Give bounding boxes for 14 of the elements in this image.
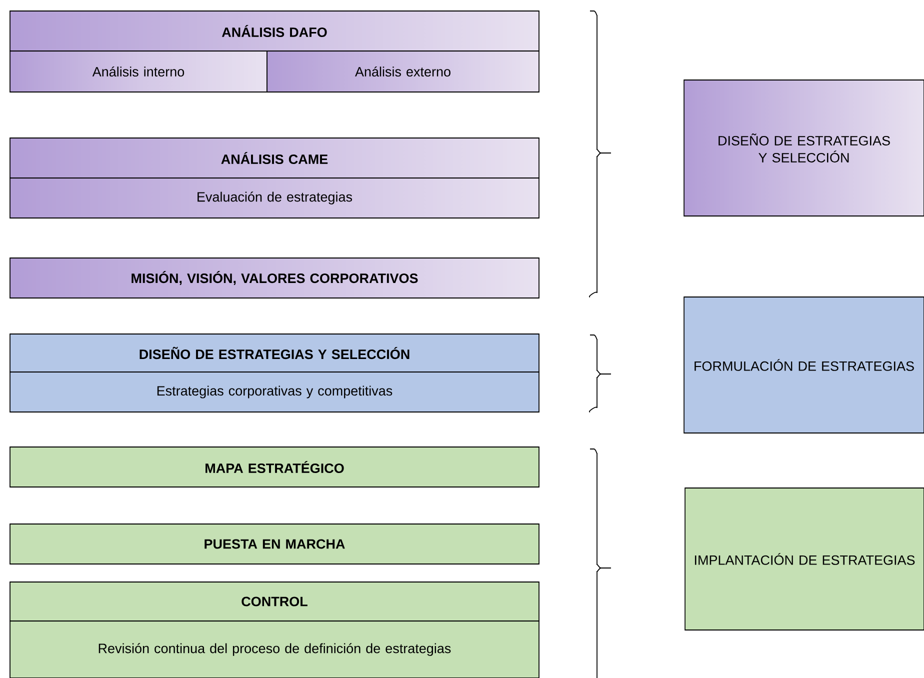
phase-box: IMPLANTACIÓN DE ESTRATEGIAS (684, 488, 924, 630)
step-box: MAPA ESTRATÉGICO (10, 446, 540, 488)
phase-box: DISEÑO DE ESTRATEGIAS Y SELECCIÓN (684, 80, 924, 216)
phase-box: FORMULACIÓN DE ESTRATEGIAS (684, 296, 924, 434)
step-box: PUESTA EN MARCHA (10, 524, 540, 564)
header-cell: ANÁLISIS CAME (10, 138, 540, 178)
table-cell: Análisis externo (266, 50, 540, 92)
table-cell: Estrategias corporativas y competitivas (10, 372, 540, 412)
table-cell: Revisión continua del proceso de definición de estrategias (10, 620, 540, 678)
table-cell: Evaluación de estrategias (10, 178, 540, 218)
table-cell: Análisis interno (10, 50, 268, 92)
header-cell: DISEÑO DE ESTRATEGIAS Y SELECCIÓN (10, 334, 540, 372)
header-cell: CONTROL (10, 582, 540, 622)
header-cell: MISIÓN, VISIÓN, VALORES CORPORATIVOS (10, 258, 540, 298)
